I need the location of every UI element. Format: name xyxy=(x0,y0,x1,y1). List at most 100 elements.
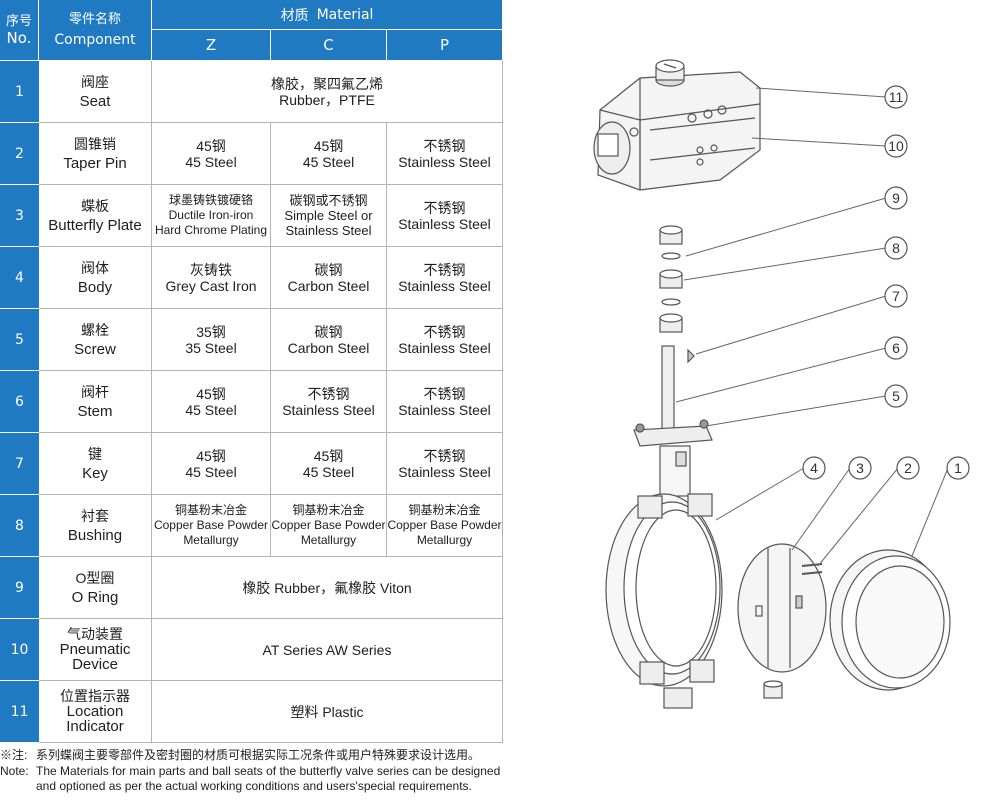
material-merged-cell: 塑料 Plastic xyxy=(152,681,503,743)
row-number: 7 xyxy=(0,433,39,495)
header-component-cn: 零件名称 xyxy=(68,12,121,27)
callout-circle xyxy=(884,134,908,158)
note-cn-text: 系列蝶阀主要零部件及密封圈的材质可根据实际工况条件或用户特殊要求设计选用。 xyxy=(36,748,481,762)
header-material-en: Material xyxy=(316,6,374,23)
material-c-cell-line: 45钢 xyxy=(313,447,344,464)
material-z-cell-line: 35钢 xyxy=(196,323,226,340)
material-z-cell-line: 45钢 xyxy=(196,385,226,402)
component-cell: 阀座 Seat xyxy=(39,61,152,123)
body-flange-drawing xyxy=(633,419,713,497)
callout-leader-line xyxy=(751,137,887,147)
header-component: 零件名称 Component xyxy=(39,0,152,61)
material-merged-cell-line: Rubber，PTFE xyxy=(279,91,375,108)
material-c-cell-line: Metallurgy xyxy=(300,533,357,547)
component-en: O Ring xyxy=(71,588,119,606)
header-material-cn: 材质 xyxy=(280,7,309,24)
component-cn: 阀体 xyxy=(81,259,109,276)
callout-circle xyxy=(884,186,908,210)
note-cn-label: ※注: xyxy=(0,748,28,762)
component-en: Device xyxy=(72,656,118,673)
material-z-cell-line: 45 Steel xyxy=(185,401,237,418)
component-en: Taper Pin xyxy=(63,154,127,172)
note-en-label: Note: xyxy=(0,764,29,778)
callout-circle xyxy=(848,456,872,480)
material-p-cell-line: Stainless Steel xyxy=(398,215,491,232)
material-p-cell-line: Stainless Steel xyxy=(398,339,491,356)
callout-number: 1 xyxy=(954,460,962,476)
material-c-cell-line: 45钢 xyxy=(313,137,344,154)
callout-number: 7 xyxy=(892,288,900,304)
header-component-en: Component xyxy=(54,32,136,48)
material-c-cell-line: Carbon Steel xyxy=(287,339,370,356)
callout-number: 10 xyxy=(888,138,904,154)
material-z-cell-line: Metallurgy xyxy=(183,533,239,547)
callout-leader-line xyxy=(705,395,887,427)
header-col-c: C xyxy=(271,30,387,61)
material-z-cell-line: 灰铸铁 xyxy=(190,261,232,278)
material-z-cell-line: 45钢 xyxy=(196,447,226,464)
component-cn: 蝶板 xyxy=(81,197,109,214)
callout-circle xyxy=(802,456,826,480)
callout-leader-line xyxy=(911,467,949,557)
material-z-cell-line: 铜基粉末冶金 xyxy=(174,503,247,517)
callout-number: 9 xyxy=(892,190,900,206)
row-number: 4 xyxy=(0,247,39,309)
valve-body-drawing xyxy=(605,493,723,709)
material-p-cell-line: 不锈钢 xyxy=(423,137,466,154)
material-p-cell-line: Stainless Steel xyxy=(398,401,491,418)
material-z-cell-line: 球墨铸铁镀硬铬 xyxy=(168,193,253,207)
component-cn: 气动装置 xyxy=(67,626,123,642)
note-cn: ※注: 系列蝶阀主要零部件及密封圈的材质可根据实际工况条件或用户特殊要求设计选用。 xyxy=(0,748,520,763)
material-p-cell-line: Stainless Steel xyxy=(398,463,491,480)
component-en: Stem xyxy=(77,402,113,420)
callout-leader-line xyxy=(817,467,899,567)
component-en: Butterfly Plate xyxy=(48,216,142,234)
header-material: 材质 Material xyxy=(152,0,503,30)
note-en: Note:The Materials for main parts and ba… xyxy=(0,764,520,794)
material-c-cell-line: Stainless Steel xyxy=(282,401,375,418)
callout-circle xyxy=(884,284,908,308)
callout-leader-line xyxy=(685,197,887,257)
material-merged-cell-line: AT Series AW Series xyxy=(262,641,392,658)
material-p-cell-line: Stainless Steel xyxy=(398,277,491,294)
material-z-cell-line: Hard Chrome Plating xyxy=(154,223,268,237)
component-cn: 衬套 xyxy=(81,507,109,524)
material-merged-cell-line: 橡胶 Rubber，氟橡胶 Viton xyxy=(242,579,412,596)
materials-table: 序号 No. 零件名称 Component 材质 Material Z C P … xyxy=(0,0,503,745)
stem-drawing xyxy=(661,345,695,433)
component-cn: 阀座 xyxy=(81,73,109,90)
material-z-cell-line: Grey Cast Iron xyxy=(165,277,257,294)
callout-number: 3 xyxy=(856,460,864,476)
header-no-cn: 序号 xyxy=(5,14,32,29)
material-p-cell-line: 不锈钢 xyxy=(423,261,466,278)
callout-number: 5 xyxy=(892,388,900,404)
row-number: 2 xyxy=(0,123,39,185)
callout-leader-line xyxy=(791,467,851,551)
component-en: Seat xyxy=(79,92,111,110)
material-p-cell-line: 不锈钢 xyxy=(423,447,466,464)
header-col-z: Z xyxy=(152,30,271,61)
note-en-line2: and optioned as per the actual working c… xyxy=(36,779,472,793)
callout-leader-line xyxy=(695,295,887,355)
component-cn: 螺栓 xyxy=(81,321,109,338)
material-c-cell-line: Carbon Steel xyxy=(287,277,370,294)
